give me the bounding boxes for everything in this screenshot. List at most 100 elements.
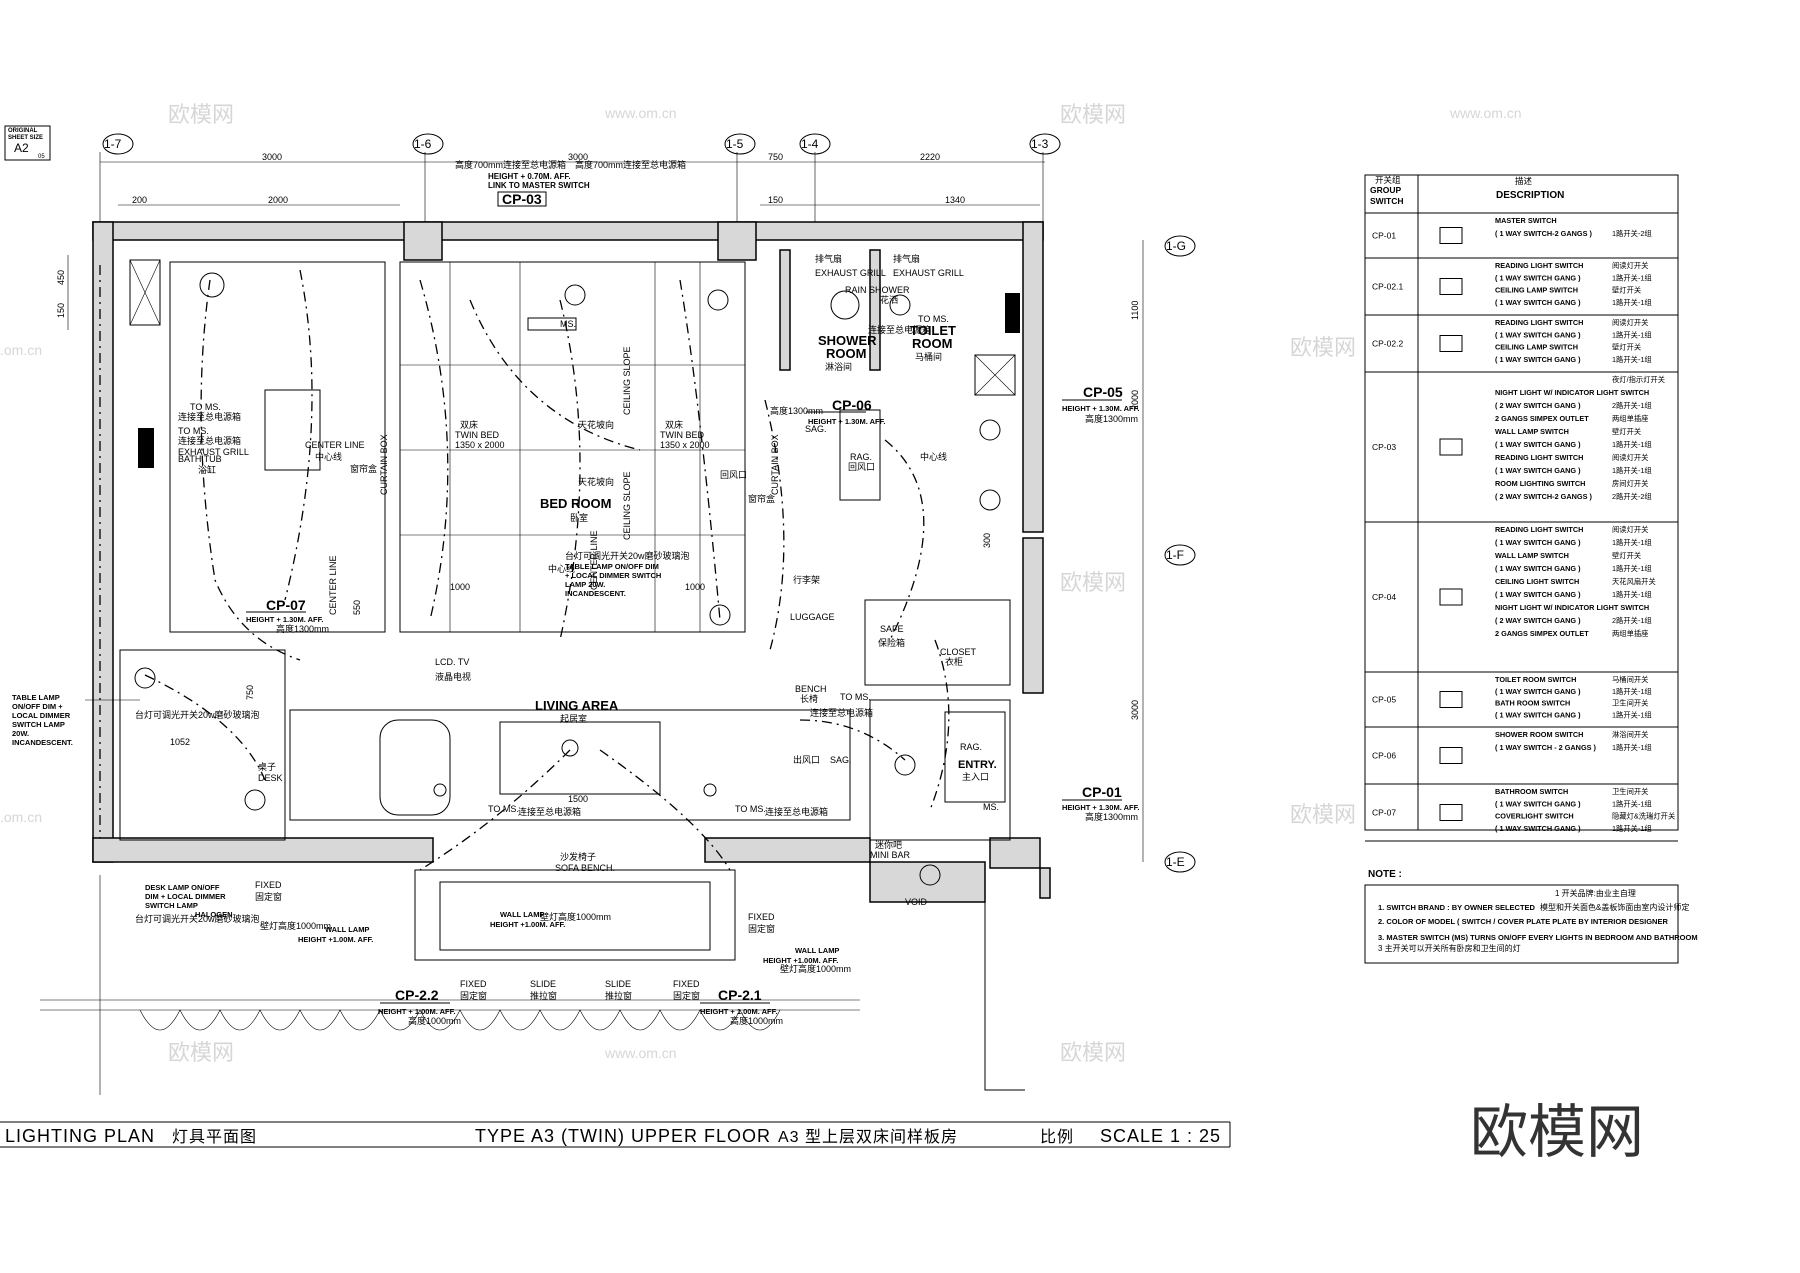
cp-height: HEIGHT + 1.30M. AFF. [808, 417, 885, 426]
dim: 1500 [568, 794, 588, 804]
legend-desc-cn: 1路开关-1组 [1612, 298, 1652, 307]
cp-id: CP-07 [266, 597, 306, 613]
legend-desc-cn: 阅读灯开关 [1612, 453, 1648, 462]
legend-desc-cn: 1路开关-1组 [1612, 466, 1652, 475]
dim: 2000 [1130, 390, 1140, 410]
ceiling-light-icon [561, 739, 579, 757]
legend-desc-en: 2 GANGS SIMPEX OUTLET [1495, 414, 1589, 423]
legend-desc-en: ( 1 WAY SWITCH GANG ) [1495, 687, 1581, 696]
title-block: LIGHTING PLAN 灯具平面图 TYPE A3 (TWIN) UPPER… [0, 1121, 1231, 1148]
exhaust: EXHAUST GRILL [178, 447, 249, 457]
cp-tag: CP-05 HEIGHT + 1.30M. AFF. 高度1300mm [1062, 384, 1139, 424]
switch-plate-icon [1439, 691, 1463, 708]
wall-lamp-icon [703, 783, 717, 797]
legend-desc-cn: 两组单插座 [1612, 414, 1648, 423]
legend-desc-en: ( 1 WAY SWITCH GANG ) [1495, 710, 1581, 719]
wall-lamp: WALL LAMP [500, 910, 544, 919]
legend-desc-cn: 壁灯开关 [1612, 286, 1641, 295]
grid-axes: 1-7 1-6 1-5 1-4 1-3 1-G 1-F 1-E [99, 133, 1196, 873]
top-notes: 高度700mm连接至总电源箱 高度700mm连接至总电源箱 HEIGHT + 0… [455, 159, 686, 190]
sag: SAG. [805, 424, 827, 434]
note-link: LINK TO MASTER SWITCH [488, 181, 590, 190]
legend-desc-cn: 1路开关-1组 [1612, 330, 1652, 339]
table-lamp-line: + LOCAL DIMMER SWITCH [565, 571, 661, 580]
legend-row-id: CP-02.2 [1372, 339, 1403, 349]
legend-desc-en: BATHROOM SWITCH [1495, 787, 1568, 796]
fixed-window-cn: 固定窗 [255, 891, 282, 902]
dim: 1100 [1130, 301, 1140, 320]
room-entry-cn: 主入口 [962, 771, 989, 782]
title-plan-cn: 灯具平面图 [172, 1128, 257, 1146]
cp-height: HEIGHT + 1.00M. AFF. [700, 1007, 777, 1016]
legend-row-id: CP-06 [1372, 751, 1396, 761]
cp-cn: 高度1300mm [1085, 413, 1138, 424]
wall-lamp-cn: 壁灯高度1000mm [260, 920, 331, 931]
wall-lamp-icon [433, 783, 447, 797]
luggage-cn: 行李架 [793, 574, 820, 585]
dim: 750 [245, 685, 255, 700]
sheet-suffix: 05 [38, 154, 45, 160]
legend-desc-en: ( 2 WAY SWITCH GANG ) [1495, 401, 1581, 410]
watermark: 欧模网 [1290, 803, 1356, 828]
table-lamp-line: 20W. [12, 729, 29, 738]
bathtub: BATH TUB [178, 454, 222, 464]
legend-desc-en: ( 1 WAY SWITCH GANG ) [1495, 273, 1581, 282]
legend-desc-cn: 卫生间开关 [1612, 699, 1648, 708]
center-line: CENTER LINE [305, 440, 365, 450]
legend-desc-cn: 卫生间开关 [1612, 787, 1648, 796]
room-living-cn: 起居室 [560, 713, 587, 724]
dim: 1340 [945, 195, 965, 205]
rain-shower: RAIN SHOWER [845, 285, 910, 295]
legend-h2-cn: 描述 [1515, 176, 1533, 186]
rag-cn: 回风口 [848, 462, 875, 472]
ceiling-slope: CEILING SLOPE [622, 346, 632, 415]
cp-tag: CP-2.2 HEIGHT + 1.00M. AFF. 高度1000mm [378, 987, 461, 1026]
dim: 150 [56, 303, 66, 318]
cp-height: HEIGHT + 1.30M. AFF. [246, 615, 323, 624]
legend-row-id: CP-02.1 [1372, 282, 1403, 292]
legend-desc-en: ( 1 WAY SWITCH GANG ) [1495, 355, 1581, 364]
dim: 1052 [170, 737, 190, 747]
legend-desc-en: ( 1 WAY SWITCH GANG ) [1495, 466, 1581, 475]
walls [92, 221, 1051, 1091]
room-toilet-cn: 马桶间 [915, 351, 942, 362]
to-ms-cn: 连接至总电源箱 [765, 806, 828, 817]
to-ms-cn: 连接至总电源箱 [810, 707, 873, 718]
sheet-size-label: SHEET SIZE [8, 135, 43, 141]
legend-desc-en: 2 GANGS SIMPEX OUTLET [1495, 629, 1589, 638]
table-lamp-icon [134, 667, 156, 689]
switch-plate-icon [1439, 335, 1463, 352]
legend-desc-en: ( 2 WAY SWITCH GANG ) [1495, 616, 1581, 625]
legend-desc-cn: 1路开关-1组 [1612, 590, 1652, 599]
ceiling-light-icon [707, 289, 729, 311]
wall-lamp-height: HEIGHT +1.00M. AFF. [763, 956, 838, 965]
sofa-cn: 沙发椅子 [560, 851, 596, 862]
scale: SCALE 1 : 25 [1100, 1126, 1221, 1146]
room-shower: SHOWER [818, 333, 877, 348]
legend-desc-cn: 天花风扇开关 [1612, 577, 1656, 586]
cp-height: HEIGHT + 1.00M. AFF. [378, 1007, 455, 1016]
slide-window: SLIDE [605, 979, 631, 989]
cp-tag: CP-03 [497, 191, 547, 207]
desk-cn: 桌子 [258, 761, 276, 772]
minibar: MINI BAR [870, 850, 911, 860]
legend-desc-cn: 壁灯开关 [1612, 343, 1641, 352]
legend-desc-en: ( 1 WAY SWITCH GANG ) [1495, 590, 1581, 599]
closet: CLOSET [940, 647, 977, 657]
sheet-original: ORIGINAL [8, 128, 38, 134]
legend-h1-en2: SWITCH [1370, 196, 1404, 206]
exhaust: EXHAUST GRILL [815, 268, 886, 278]
sag: SAG. [830, 755, 852, 765]
to-ms: TO MS. [735, 804, 766, 814]
legend-desc-en: NIGHT LIGHT W/ INDICATOR LIGHT SWITCH [1495, 603, 1649, 612]
to-ms-cn: 连接至总电源箱 [178, 435, 241, 446]
cp-cn: 高度1300mm [770, 405, 823, 416]
room-bedroom-cn: 卧室 [570, 512, 588, 523]
legend-desc-cn: 阅读灯开关 [1612, 318, 1648, 327]
legend-desc-cn: 1路开关-1组 [1612, 799, 1652, 808]
ceiling-light-icon [919, 864, 941, 886]
room-bedroom: BED ROOM [540, 496, 612, 511]
note-title: NOTE : [1368, 869, 1402, 880]
legend-row-id: CP-05 [1372, 695, 1396, 705]
